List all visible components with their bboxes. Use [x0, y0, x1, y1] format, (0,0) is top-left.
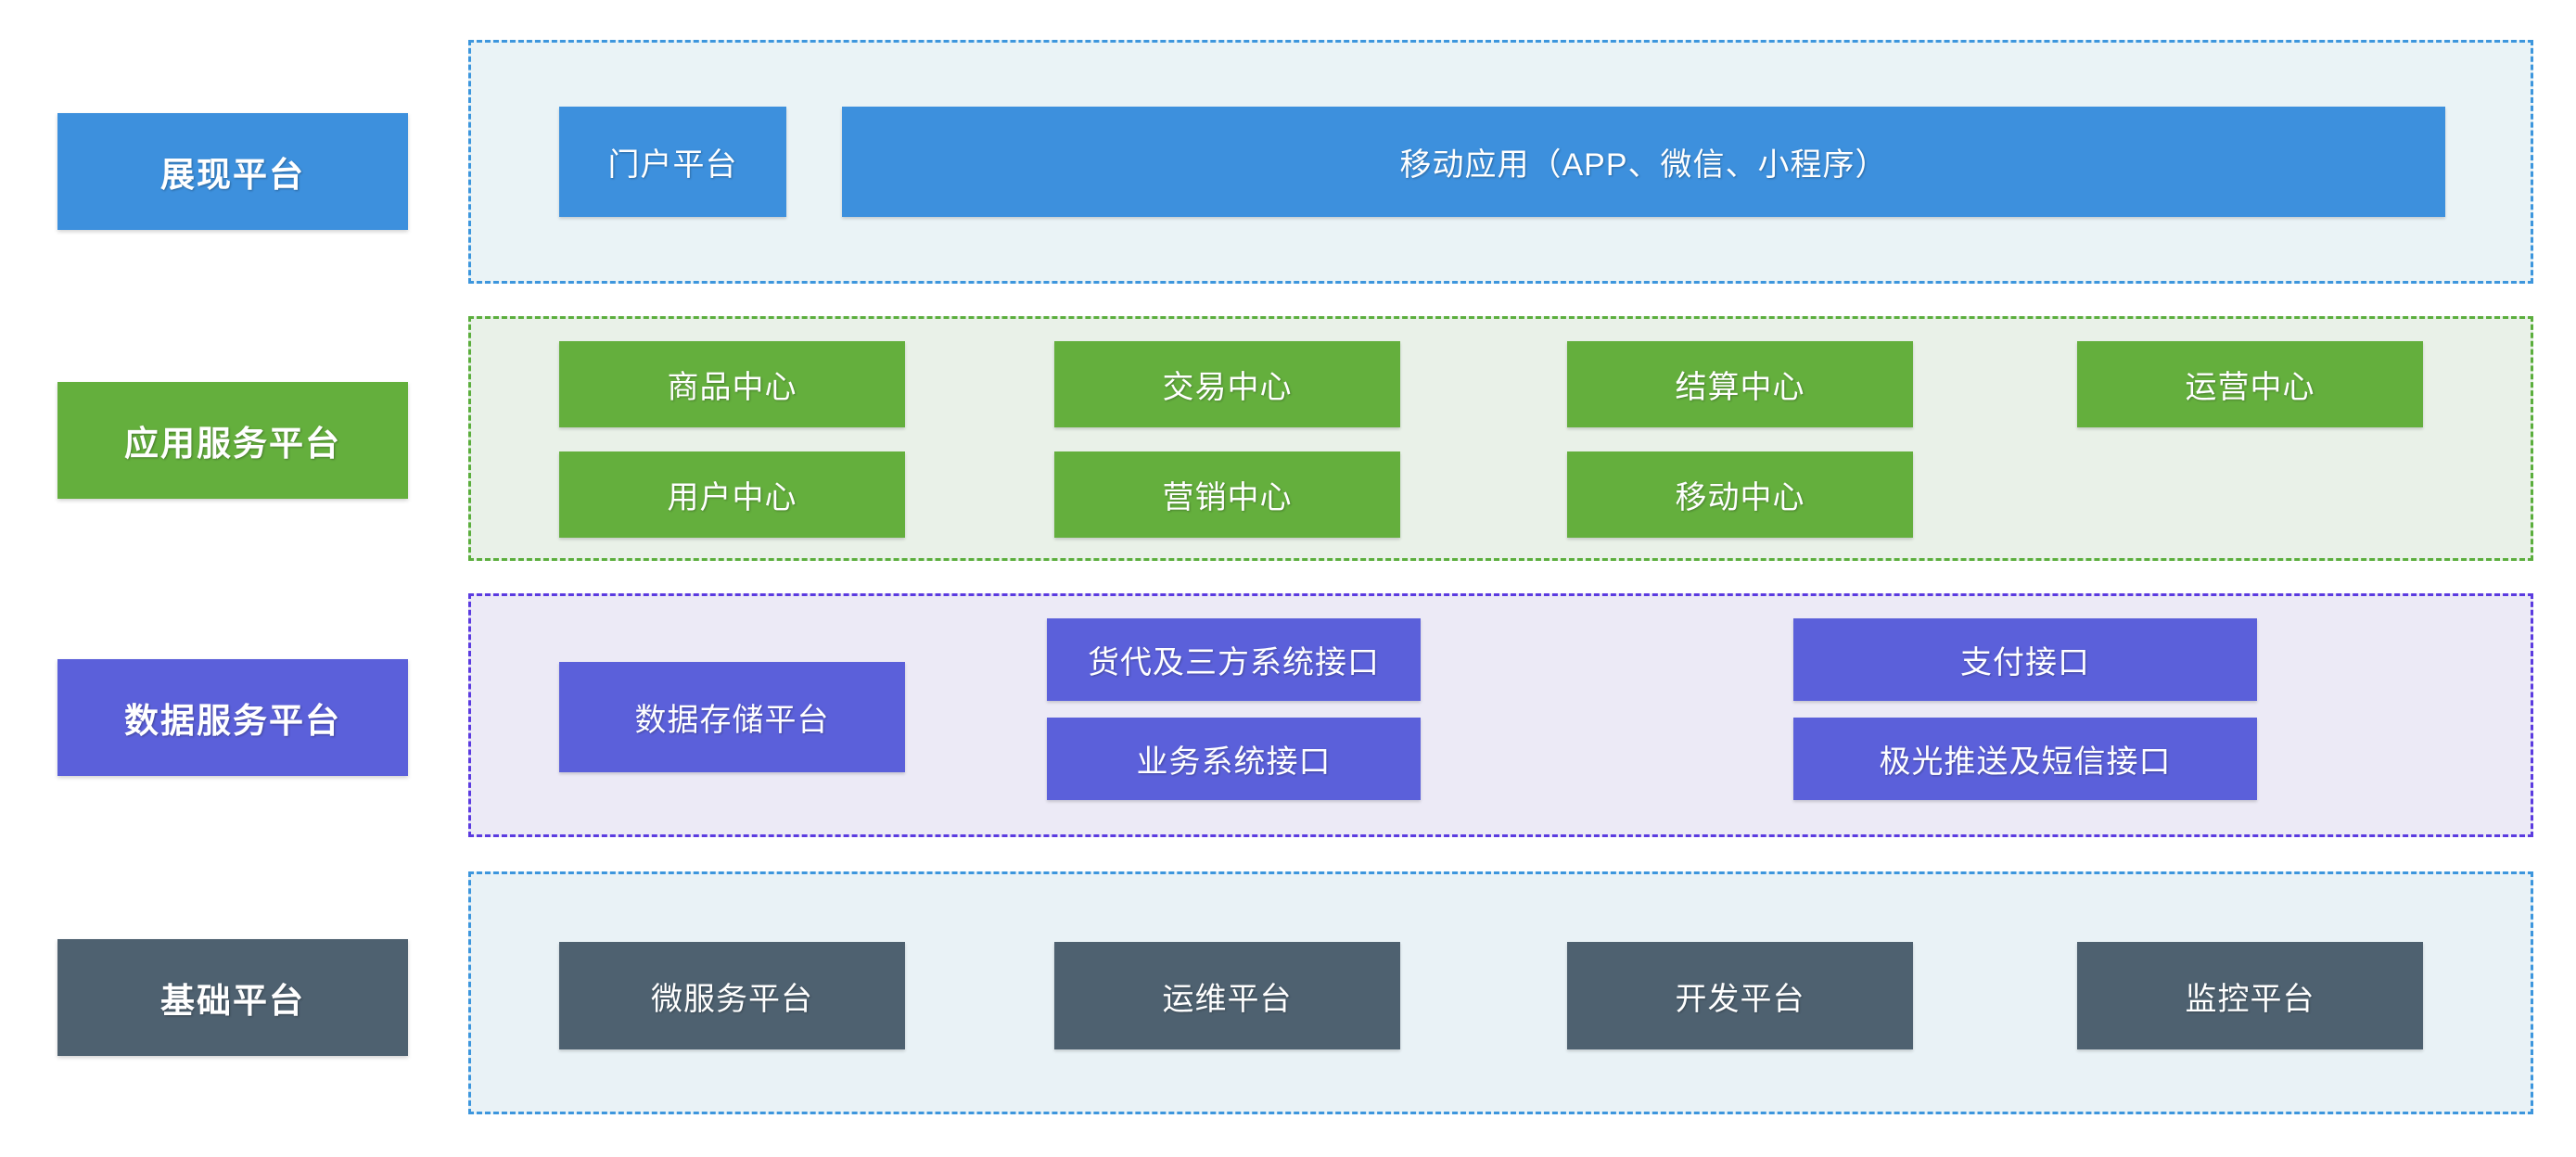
layer-label-infrastructure[interactable]: 基础平台: [57, 939, 408, 1056]
layer-label-presentation-text: 展现平台: [160, 156, 305, 194]
card-payment-interface-label: 支付接口: [1960, 645, 2090, 680]
layer-panel-infrastructure: 微服务平台 运维平台 开发平台 监控平台: [468, 871, 2533, 1114]
card-monitor-platform[interactable]: 监控平台: [2077, 942, 2423, 1049]
card-jpush-sms-interface-label: 极光推送及短信接口: [1879, 744, 2172, 780]
card-microservice-platform-label: 微服务平台: [651, 981, 813, 1017]
card-goods-center[interactable]: 商品中心: [559, 341, 905, 427]
card-mobile-center[interactable]: 移动中心: [1567, 451, 1913, 538]
card-user-center-label: 用户中心: [667, 480, 797, 515]
card-portal-platform[interactable]: 门户平台: [559, 107, 786, 217]
card-user-center[interactable]: 用户中心: [559, 451, 905, 538]
layer-panel-presentation: 门户平台 移动应用（APP、微信、小程序）: [468, 40, 2533, 284]
card-data-storage-platform[interactable]: 数据存储平台: [559, 662, 905, 772]
card-dev-platform[interactable]: 开发平台: [1567, 942, 1913, 1049]
card-settlement-center[interactable]: 结算中心: [1567, 341, 1913, 427]
card-business-system-interface[interactable]: 业务系统接口: [1047, 718, 1421, 800]
layer-label-data-service[interactable]: 数据服务平台: [57, 659, 408, 776]
card-marketing-center-label: 营销中心: [1162, 480, 1293, 515]
layer-panel-application: 商品中心 交易中心 结算中心 运营中心 用户中心 营销中心 移动中心: [468, 316, 2533, 561]
card-dev-platform-label: 开发平台: [1675, 981, 1805, 1017]
card-settlement-center-label: 结算中心: [1675, 370, 1805, 405]
card-business-system-interface-label: 业务系统接口: [1136, 744, 1332, 780]
card-ops-platform[interactable]: 运维平台: [1054, 942, 1400, 1049]
card-jpush-sms-interface[interactable]: 极光推送及短信接口: [1793, 718, 2257, 800]
card-marketing-center[interactable]: 营销中心: [1054, 451, 1400, 538]
card-microservice-platform[interactable]: 微服务平台: [559, 942, 905, 1049]
card-portal-platform-label: 门户平台: [607, 147, 738, 183]
card-freight-thirdparty-interface-label: 货代及三方系统接口: [1088, 645, 1380, 680]
layer-panel-data-service: 数据存储平台 货代及三方系统接口 支付接口 业务系统接口 极光推送及短信接口: [468, 593, 2533, 837]
layer-label-application[interactable]: 应用服务平台: [57, 382, 408, 499]
layer-label-presentation[interactable]: 展现平台: [57, 113, 408, 230]
card-payment-interface[interactable]: 支付接口: [1793, 618, 2257, 701]
card-trade-center-label: 交易中心: [1162, 370, 1293, 405]
card-goods-center-label: 商品中心: [667, 370, 797, 405]
layer-label-infrastructure-text: 基础平台: [160, 982, 305, 1020]
card-freight-thirdparty-interface[interactable]: 货代及三方系统接口: [1047, 618, 1421, 701]
card-mobile-apps[interactable]: 移动应用（APP、微信、小程序）: [842, 107, 2445, 217]
card-mobile-center-label: 移动中心: [1675, 480, 1805, 515]
card-data-storage-platform-label: 数据存储平台: [634, 703, 830, 738]
card-mobile-apps-label: 移动应用（APP、微信、小程序）: [1399, 147, 1888, 183]
card-operation-center-label: 运营中心: [2185, 370, 2315, 405]
layer-label-application-text: 应用服务平台: [124, 425, 341, 463]
layer-label-data-service-text: 数据服务平台: [124, 702, 341, 740]
card-ops-platform-label: 运维平台: [1162, 981, 1293, 1017]
card-monitor-platform-label: 监控平台: [2185, 981, 2315, 1017]
card-operation-center[interactable]: 运营中心: [2077, 341, 2423, 427]
card-trade-center[interactable]: 交易中心: [1054, 341, 1400, 427]
